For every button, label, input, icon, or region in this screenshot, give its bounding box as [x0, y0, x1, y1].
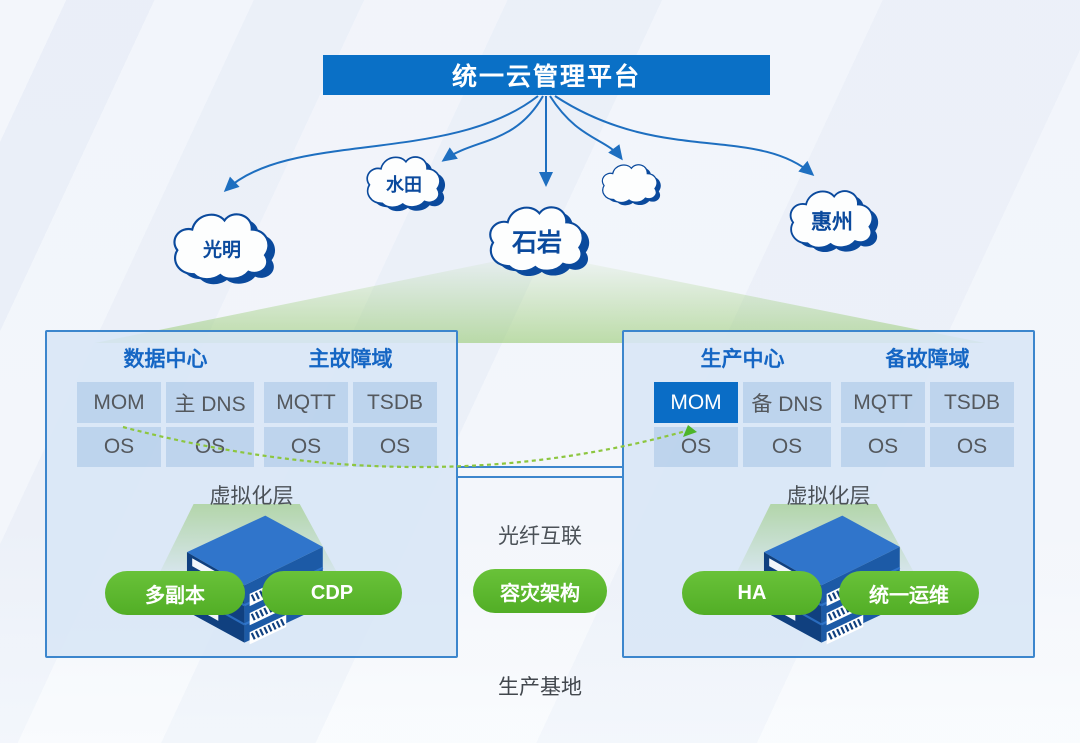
panel-headers: 生产中心 备故障域 [654, 343, 1014, 373]
arrow-to-small-cloud [549, 95, 623, 161]
cell-os: OS [743, 427, 831, 467]
pill-cdp: CDP [262, 571, 402, 615]
header-primary-fault-domain: 主故障域 [308, 348, 393, 371]
cell-os: OS [77, 427, 161, 467]
fiber-interconnect-label: 光纤互联 [498, 525, 582, 548]
pill-ha: HA [682, 571, 822, 615]
cell-os: OS [930, 427, 1014, 467]
cell-os: OS [841, 427, 925, 467]
datacenter-panel: 数据中心 主故障域 MOM OS 主 DNS OS MQTT OS TSDB O… [45, 330, 458, 658]
fan-arrows [223, 95, 815, 193]
cell-mom-highlighted: MOM [654, 382, 738, 423]
title-banner: 统一云管理平台 [323, 55, 770, 95]
cell-backup-dns: 备 DNS [743, 382, 831, 423]
cell-primary-dns: 主 DNS [166, 382, 254, 423]
cell-tsdb: TSDB [930, 382, 1014, 423]
production-panel: 生产中心 备故障域 MOM OS 备 DNS OS MQTT OS TSDB O… [622, 330, 1035, 658]
cell-mqtt: MQTT [841, 382, 925, 423]
header-datacenter: 数据中心 [123, 348, 208, 371]
cell-mom: MOM [77, 382, 161, 423]
cloud-label: 水田 [386, 175, 422, 195]
page-title: 统一云管理平台 [451, 63, 641, 91]
header-production-center: 生产中心 [700, 348, 785, 371]
cloud-label: 惠州 [811, 211, 853, 234]
header-backup-fault-domain: 备故障域 [885, 348, 970, 371]
component-table: MOM OS 备 DNS OS MQTT OS TSDB OS [654, 382, 1014, 467]
virtualization-layer-label: 虚拟化层 [786, 485, 871, 508]
virtualization-layer-label: 虚拟化层 [209, 485, 294, 508]
component-table: MOM OS 主 DNS OS MQTT OS TSDB OS [77, 382, 437, 467]
cloud-huizhou: 惠州 [778, 174, 886, 260]
production-base-label: 生产基地 [498, 676, 582, 699]
cell-os: OS [166, 427, 254, 467]
cloud-label: 石岩 [511, 228, 562, 257]
pill-multi-replica: 多副本 [105, 571, 245, 615]
cell-os: OS [264, 427, 348, 467]
cell-tsdb: TSDB [353, 382, 437, 423]
panel-headers: 数据中心 主故障域 [77, 343, 437, 373]
cloud-label: 光明 [202, 239, 241, 261]
cloud-shiyan: 石岩 [476, 189, 598, 284]
cell-mqtt: MQTT [264, 382, 348, 423]
cloud-icon [594, 154, 666, 210]
cell-os: OS [353, 427, 437, 467]
cloud-guangming: 光明 [160, 194, 284, 294]
pill-unified-ops: 统一运维 [839, 571, 979, 615]
fiber-links [458, 466, 622, 478]
cloud-small [594, 154, 666, 210]
pill-disaster-recovery: 容灾架构 [473, 569, 607, 613]
arrow-to-shuitian [441, 95, 544, 162]
cloud-shuitian: 水田 [356, 144, 452, 216]
cell-os: OS [654, 427, 738, 467]
